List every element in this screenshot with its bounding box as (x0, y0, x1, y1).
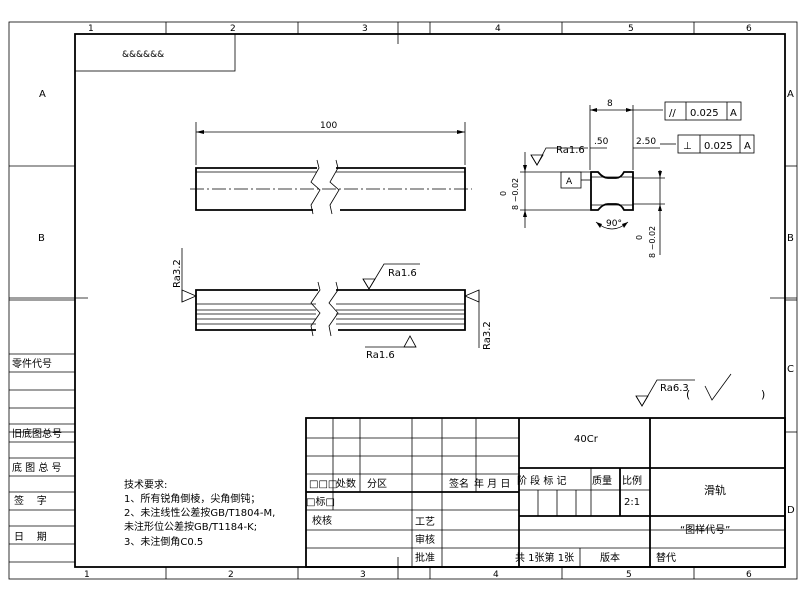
row-label-a: A (39, 89, 46, 100)
col-label-5-bottom: 5 (626, 570, 632, 580)
row-label-b: B (38, 233, 45, 244)
proofread-label: 校核 (312, 514, 332, 527)
col-label-1-bottom: 1 (84, 570, 90, 580)
col-label-1: 1 (88, 24, 94, 34)
general-roughness: Ra6.3 ( ) (635, 373, 765, 407)
groove-diameter-upper: 0 (635, 235, 644, 240)
parallelism-frame (664, 101, 742, 121)
tech-req-item-3: 未注形位公差按GB/T1184-K; (124, 520, 257, 533)
tech-req-title: 技术要求: (124, 478, 167, 491)
col-label-2-bottom: 2 (228, 570, 234, 580)
drawing-code-title: “图样代号” (680, 523, 730, 536)
row-label-d-right: D (787, 505, 795, 516)
general-roughness-text: Ra6.3 (660, 383, 689, 394)
title-block: 40Cr 滑轨 “图样代号” 2:1 □□□ 处数 分区 签名 年 月 日 阶 … (305, 417, 786, 568)
length-dimension-text: 100 (320, 121, 337, 131)
count-header: 处数 (336, 477, 356, 490)
record-panel: 零件代号 旧底图总号 底 图 总 号 签 字 日 期 (9, 353, 75, 563)
signature-label: 签 字 (14, 494, 47, 507)
perpendicularity-frame (677, 134, 755, 154)
general-roughness-paren-close: ) (761, 388, 765, 401)
part-code-label: 零件代号 (12, 358, 52, 370)
groove-angle-text: 90° (606, 219, 622, 229)
drawing-code-box: &&&&&& (74, 33, 236, 72)
process-label: 工艺 (415, 516, 435, 528)
groove-depth-text: 2.50 (636, 137, 656, 147)
tech-req-item-2: 2、未注线性公差按GB/T1804-M, (124, 506, 275, 519)
col-label-3: 3 (362, 24, 368, 34)
datum-a-text: A (566, 177, 573, 187)
row-label-a-right: A (787, 89, 794, 100)
sheets-label: 共 1张第 1张 (515, 551, 574, 564)
stage-marks-header: 阶 段 标 记 (517, 474, 567, 487)
marks-header: □□□ (309, 479, 337, 490)
zone-header: 分区 (367, 478, 387, 490)
technical-requirements: 技术要求: 1、所有锐角倒棱，尖角倒钝； 2、未注线性公差按GB/T1804-M… (124, 478, 275, 548)
tech-req-item-4: 3、未注倒角C0.5 (124, 535, 203, 548)
parallelism-datum: A (730, 108, 737, 119)
general-roughness-paren-open: ( (686, 388, 690, 401)
check-mark-icon (704, 373, 732, 401)
col-label-4: 4 (495, 24, 501, 34)
section-view: 8 .50 2.50 0 8 −0.02 0 8 −0.02 90° A (499, 99, 755, 258)
parallelism-value: 0.025 (690, 108, 719, 119)
bottom-view: Ra1.6 Ra1.6 Ra3.2 Ra3.2 (172, 248, 493, 361)
roughness-groove-text: Ra1.6 (556, 145, 585, 156)
outer-border (8, 21, 798, 580)
outer-diameter-lower: 8 −0.02 (511, 178, 520, 210)
part-name-text: 滑轨 (704, 483, 726, 497)
scale-value: 2:1 (624, 497, 640, 508)
scale-header: 比例 (622, 474, 642, 487)
roughness-top-text: Ra1.6 (388, 268, 417, 279)
groove-width-text: 8 (607, 99, 613, 109)
groove-width-small-text: .50 (594, 137, 609, 147)
perpendicularity-symbol: ⊥ (683, 141, 692, 152)
drawing-number-label: 底 图 总 号 (12, 461, 62, 474)
old-drawing-total-label: 旧底图总号 (12, 427, 62, 440)
revision-header: □标□ (306, 496, 335, 508)
version-label: 版本 (600, 551, 620, 564)
tech-req-item-1: 1、所有锐角倒棱，尖角倒钝； (124, 492, 260, 505)
perpendicularity-datum: A (744, 141, 751, 152)
roughness-right-text: Ra3.2 (482, 321, 493, 350)
date-label: 日 期 (14, 531, 47, 543)
col-label-2: 2 (230, 24, 236, 34)
replaces-label: 替代 (656, 551, 676, 564)
col-label-6-bottom: 6 (746, 570, 752, 580)
approve-label: 批准 (415, 551, 435, 564)
row-label-b-right: B (787, 233, 794, 244)
material-text: 40Cr (574, 434, 599, 445)
roughness-bottom-text: Ra1.6 (366, 350, 395, 361)
col-label-5: 5 (628, 24, 634, 34)
review-label: 审核 (415, 533, 435, 546)
col-label-4-bottom: 4 (493, 570, 499, 580)
perpendicularity-value: 0.025 (704, 141, 733, 152)
col-label-6: 6 (746, 24, 752, 34)
roughness-left-text: Ra3.2 (172, 259, 183, 288)
inner-border (74, 33, 786, 568)
parallelism-symbol: // (669, 108, 676, 119)
row-label-c-right: C (787, 364, 794, 375)
ymd-header: 年 月 日 (474, 477, 510, 490)
front-view: 100 (190, 121, 472, 215)
sign-header: 签名 (449, 477, 469, 490)
drawing-code-text: &&&&&& (122, 50, 164, 60)
mass-header: 质量 (592, 475, 612, 487)
col-label-3-bottom: 3 (360, 570, 366, 580)
groove-diameter-lower: 8 −0.02 (648, 226, 657, 258)
outer-diameter-upper: 0 (499, 191, 508, 196)
